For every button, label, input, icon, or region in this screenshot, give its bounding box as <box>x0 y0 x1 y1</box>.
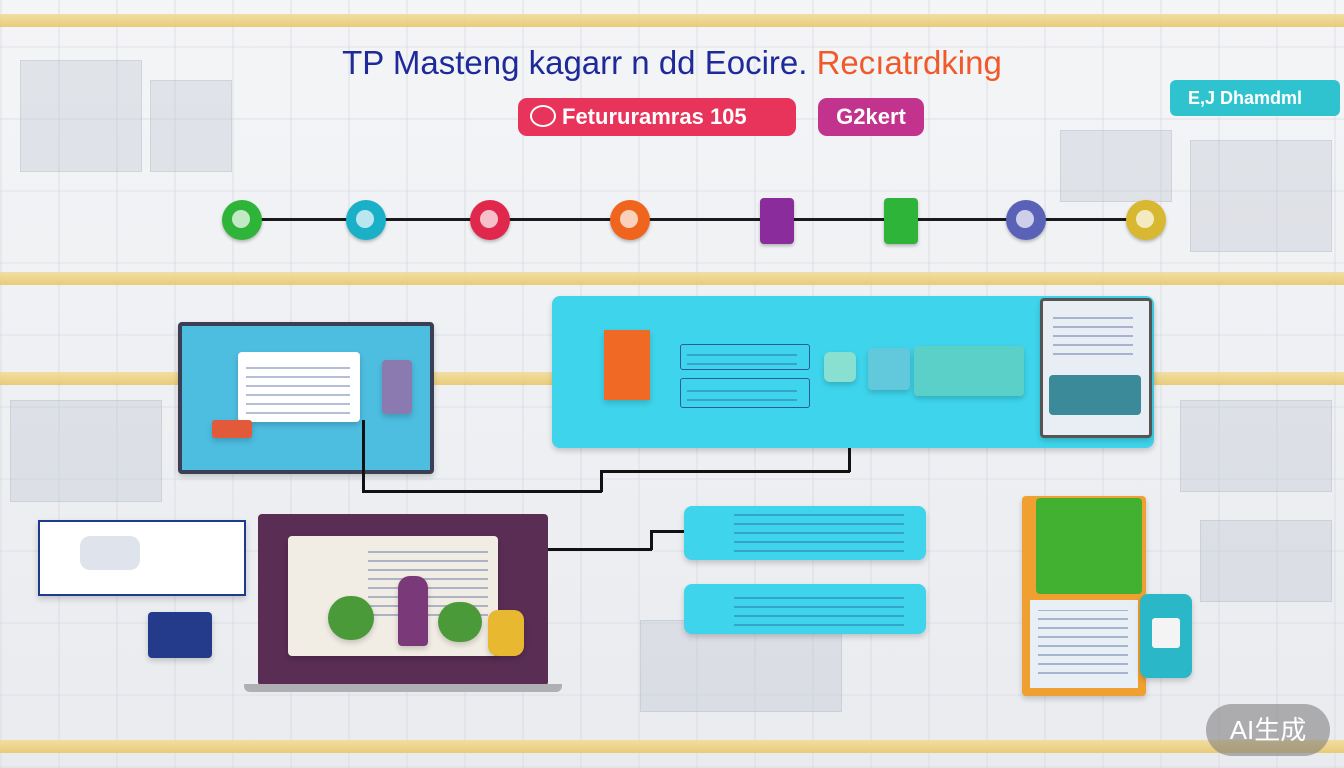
device-screen <box>1049 375 1141 415</box>
connector-line <box>600 470 603 492</box>
person-figure-icon <box>604 330 650 400</box>
phone-screen <box>1152 618 1180 648</box>
process-panel <box>552 296 1154 448</box>
chart-icon <box>884 198 918 244</box>
bg-shelf <box>0 740 1344 753</box>
connector-line <box>362 490 602 493</box>
bg-shelf <box>0 272 1344 285</box>
chart-block <box>914 346 1024 396</box>
connector-line <box>600 470 850 473</box>
text-card <box>684 506 926 560</box>
monitor-content-card <box>238 352 360 422</box>
chat-bubble-icon <box>530 105 556 127</box>
corner-badge: E,J Dhamdml <box>1170 80 1340 116</box>
book-page <box>1030 600 1138 688</box>
book-illustration <box>1022 496 1146 696</box>
primary-badge: Fetururamras 105 <box>518 98 796 136</box>
title-part-main: TP Masteng kagarr n dd Eocire. <box>342 44 808 81</box>
laptop-screen <box>288 536 498 656</box>
leaf-icon <box>222 200 262 240</box>
title-part-accent: Recıatrdking <box>816 44 1002 81</box>
shield-icon <box>1006 200 1046 240</box>
connector-line <box>848 448 851 472</box>
bg-shape <box>640 620 842 712</box>
timeline-line <box>240 218 1160 221</box>
device-icon <box>382 360 412 414</box>
device-card <box>38 520 246 596</box>
phone-icon <box>1140 594 1192 678</box>
laptop-illustration <box>258 514 548 686</box>
secondary-badge: G2kert <box>818 98 924 136</box>
ai-generated-watermark: AI生成 <box>1206 704 1330 756</box>
monitor-panel <box>178 322 434 474</box>
globe-icon <box>346 200 386 240</box>
printer-icon <box>148 612 212 658</box>
chat-icon <box>470 200 510 240</box>
text-lines <box>246 360 350 414</box>
plant-icon <box>438 602 482 642</box>
cup-icon <box>488 610 524 656</box>
connector-line <box>362 420 365 492</box>
tag-icon <box>212 420 252 438</box>
page-title: TP Masteng kagarr n dd Eocire. Recıatrdk… <box>0 44 1344 82</box>
bg-shape <box>1190 140 1332 252</box>
laptop-base <box>244 684 562 692</box>
arrow-icon <box>1126 200 1166 240</box>
bg-shelf <box>0 14 1344 27</box>
bg-shape <box>1180 400 1332 492</box>
plant-icon <box>328 596 374 640</box>
text-card <box>684 584 926 634</box>
document-icon <box>760 198 794 244</box>
bg-shape <box>20 60 142 172</box>
widget-icon <box>824 352 856 382</box>
bg-shape <box>1200 520 1332 602</box>
bg-shape <box>10 400 162 502</box>
book-cover <box>1036 498 1142 594</box>
person-figure-icon <box>398 576 428 646</box>
tablet-device <box>1040 298 1152 438</box>
bg-shape <box>150 80 232 172</box>
flame-icon <box>610 200 650 240</box>
bg-shape <box>1060 130 1172 202</box>
gadget-icon <box>80 536 140 570</box>
info-box <box>680 378 810 408</box>
connector-line <box>650 530 653 550</box>
screen-icon <box>868 348 910 390</box>
info-box <box>680 344 810 370</box>
connector-line <box>548 548 652 551</box>
connector-line <box>650 530 684 533</box>
